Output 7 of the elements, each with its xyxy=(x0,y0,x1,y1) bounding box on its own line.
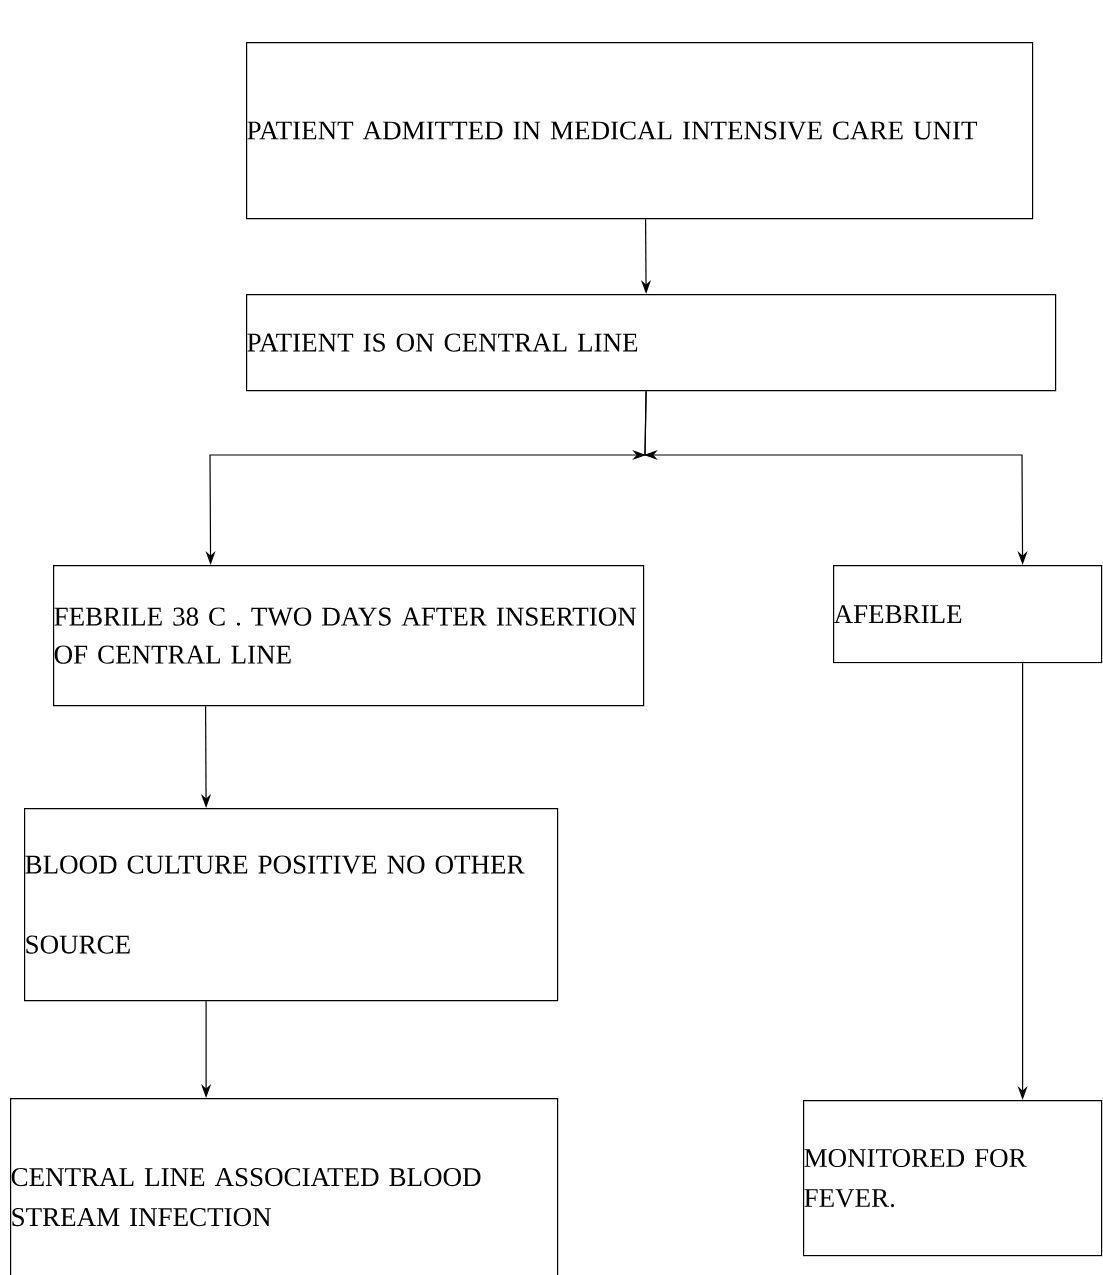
process-box: MONITORED FOR FEVER. xyxy=(803,1100,1103,1257)
process-box: PATIENT ADMITTED IN MEDICAL INTENSIVE CARE UNIT xyxy=(246,42,1034,220)
process-box: BLOOD CULTURE POSITIVE NO OTHER SOURCE xyxy=(24,808,559,1002)
process-box: AFEBRILE xyxy=(833,565,1103,664)
process-box: PATIENT IS ON CENTRAL LINE xyxy=(246,294,1057,392)
process-box: FEBRILE 38 C . TWO DAYS AFTER INSERTION OF CENTRAL LINE xyxy=(53,565,645,707)
process-box: CENTRAL LINE ASSOCIATED BLOOD STREAM INFECTION xyxy=(10,1098,559,1275)
